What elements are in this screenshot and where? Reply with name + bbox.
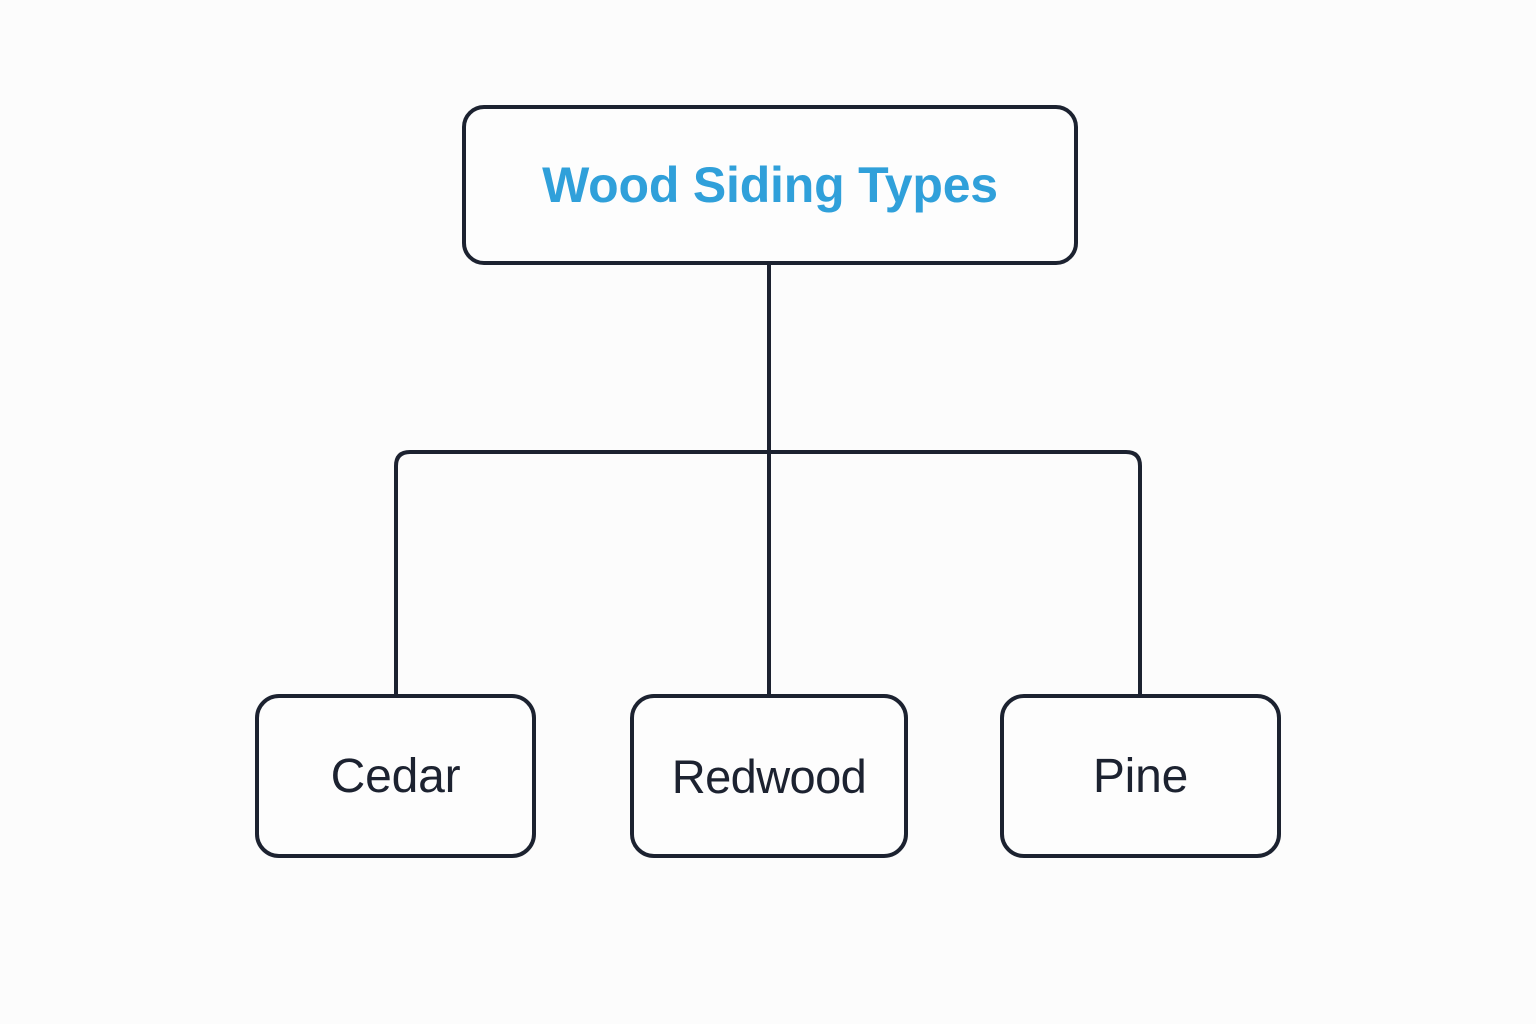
node-child-redwood[interactable]: Redwood [630, 694, 908, 858]
connector-bus [394, 450, 1142, 694]
node-child-redwood-label: Redwood [671, 749, 867, 803]
node-child-cedar-label: Cedar [330, 749, 461, 803]
node-child-pine[interactable]: Pine [1000, 694, 1281, 858]
node-root-label: Wood Siding Types [542, 157, 998, 213]
node-root[interactable]: Wood Siding Types [462, 105, 1078, 265]
node-child-cedar[interactable]: Cedar [255, 694, 536, 858]
node-child-pine-label: Pine [1092, 749, 1189, 803]
